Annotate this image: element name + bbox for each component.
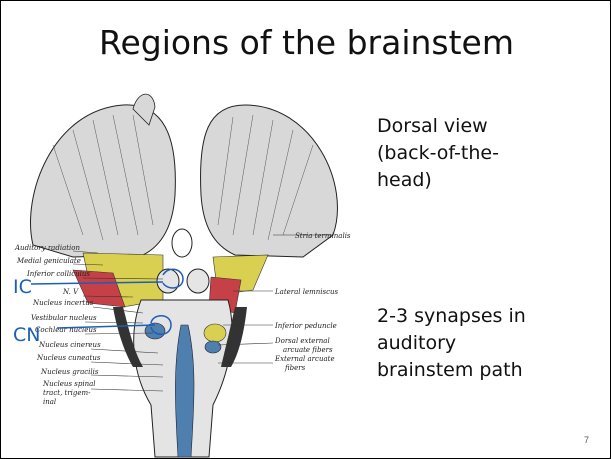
view-line-3: head)	[377, 167, 499, 194]
view-text-block: Dorsal view (back-of-the- head)	[377, 113, 499, 194]
label-external-arcuate: External arcuate	[274, 355, 335, 363]
label-tract-trigeminal: tract, trigem-	[43, 389, 91, 397]
label-n-v: N. V	[62, 288, 79, 296]
colliculus-r	[187, 269, 209, 293]
label-arcuate-fibers: arcuate fibers	[283, 346, 333, 354]
label-nucleus-gracilis: Nucleus gracilis	[40, 368, 99, 376]
slide-title: Regions of the brainstem	[1, 23, 611, 62]
left-thalamus	[31, 105, 176, 257]
pineal	[172, 229, 192, 257]
label-nucleus-cuneatus: Nucleus cuneatus	[36, 354, 101, 362]
label-nucleus-incertus: Nucleus incertus	[32, 299, 94, 307]
view-line-1: Dorsal view	[377, 113, 499, 140]
nucleus-yellow-r	[204, 324, 226, 342]
label-stria-terminalis: Stria terminalis	[295, 232, 351, 240]
label-inferior-peduncle: Inferior peduncle	[274, 322, 337, 330]
blue-column	[175, 325, 194, 457]
label-fibers: fibers	[284, 364, 306, 372]
cn-handwritten: CN	[13, 324, 40, 346]
synapse-line-1: 2-3 synapses in	[377, 303, 526, 330]
label-nucleus-spinal: Nucleus spinal	[42, 380, 96, 388]
ic-handwritten: IC	[13, 276, 32, 298]
brainstem-figure: Auditory radiation Medial geniculate Inf…	[13, 85, 369, 459]
synapse-text-block: 2-3 synapses in auditory brainstem path	[377, 303, 526, 384]
label-inferior-colliculus: Inferior colliculus	[26, 270, 90, 278]
label-dorsal-external: Dorsal external	[274, 337, 330, 345]
synapse-line-2: auditory	[377, 330, 526, 357]
label-auditory-radiation: Auditory radiation	[14, 244, 81, 252]
colliculus-l	[157, 269, 179, 293]
page-number: 7	[584, 435, 589, 445]
label-inal: inal	[43, 398, 56, 406]
label-nucleus-cinereus: Nucleus cinereus	[38, 341, 101, 349]
nucleus-blue-r	[205, 341, 221, 353]
synapse-line-3: brainstem path	[377, 357, 526, 384]
label-lateral-lemniscus: Lateral lemniscus	[274, 288, 339, 296]
label-vestibular-nucleus: Vestibular nucleus	[31, 314, 97, 322]
label-medial-geniculate: Medial geniculate	[16, 257, 81, 265]
view-line-2: (back-of-the-	[377, 140, 499, 167]
